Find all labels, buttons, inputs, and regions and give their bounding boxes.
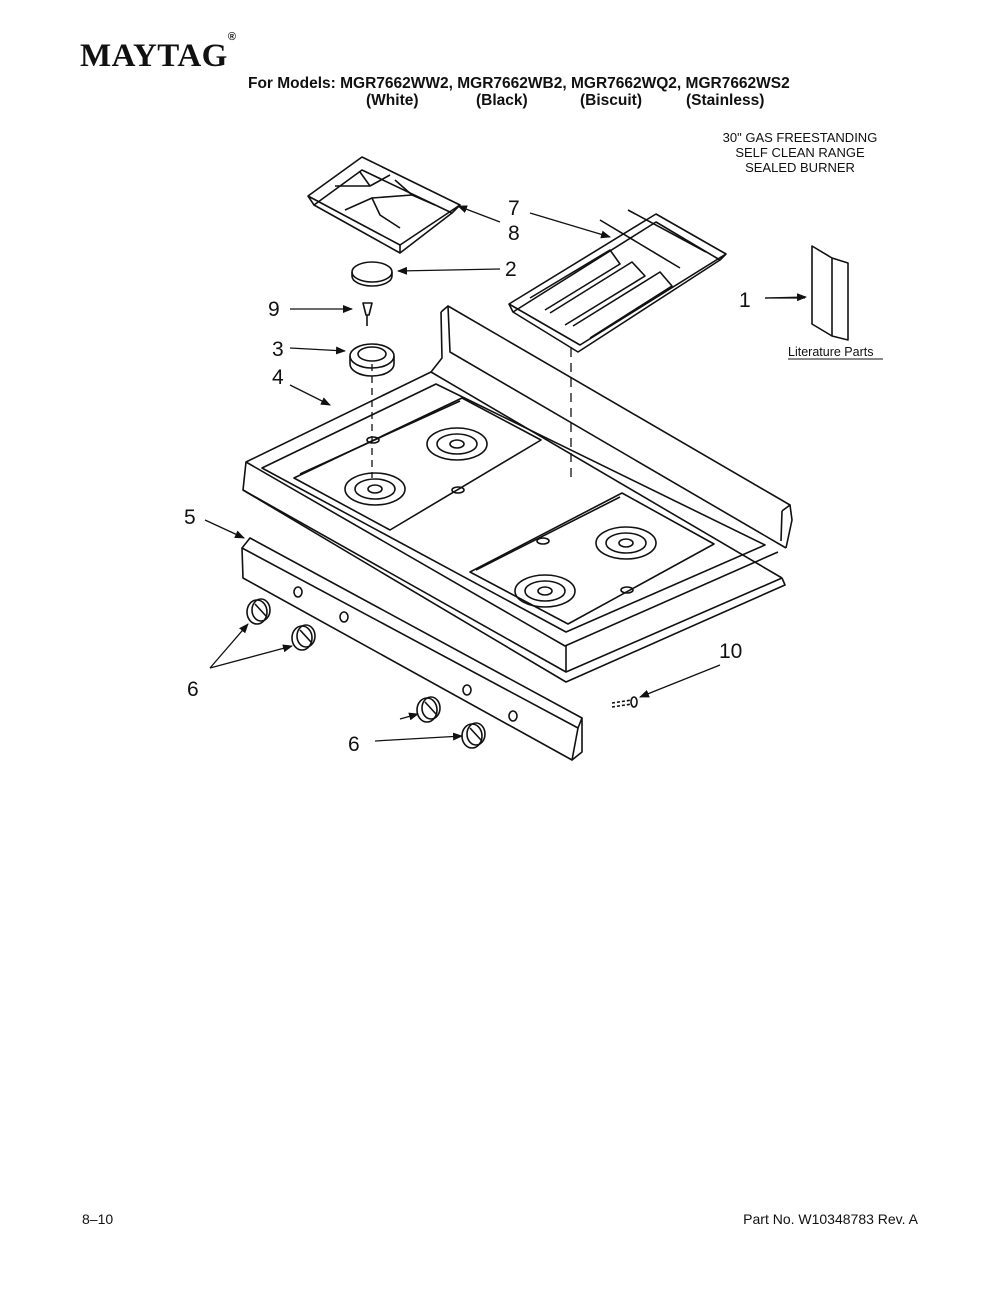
color-black: (Black) [476,92,528,109]
models-block: For Models: MGR7662WW2, MGR7662WB2, MGR7… [248,75,790,109]
model-colors: (White) (Black) (Biscuit) (Stainless) [248,92,790,109]
subtitle-line-3: SEALED BURNER [745,160,855,175]
control-knob-3 [416,696,441,723]
range-description: 30" GAS FREESTANDING SELF CLEAN RANGE SE… [690,130,910,175]
subtitle-line-1: 30" GAS FREESTANDING [722,130,878,145]
control-panel [241,537,583,761]
color-biscuit: (Biscuit) [580,92,642,109]
maytag-logo: MAYTAG® [80,31,237,74]
control-knob-1 [246,598,271,625]
burner-grate-right [508,209,727,353]
color-white: (White) [366,92,419,109]
burner-cap [351,261,393,287]
callout-8: 8 [508,222,520,245]
models-line: For Models: MGR7662WW2, MGR7662WB2, MGR7… [248,75,790,92]
burner-grate-left [307,156,461,254]
spark-electrode [362,302,373,326]
page-number: 8–10 [82,1211,114,1227]
leader-lines [204,205,807,742]
callout-6a: 6 [187,678,199,701]
callout-7: 7 [508,197,520,220]
color-stainless: (Stainless) [686,92,765,109]
callout-3: 3 [272,338,284,361]
callout-5: 5 [184,506,196,529]
cooktop [242,305,793,683]
control-knob-2 [291,624,316,651]
callout-10: 10 [719,640,742,663]
burner-base [349,343,395,377]
callout-2: 2 [505,258,517,281]
callout-9: 9 [268,298,280,321]
literature-parts [811,245,849,341]
callout-6b: 6 [348,733,360,756]
control-knob-4 [461,722,486,749]
callout-4: 4 [272,366,284,389]
callout-1: 1 [739,289,751,312]
subtitle-line-2: SELF CLEAN RANGE [735,145,865,160]
control-panel-screw [611,696,638,708]
part-number: Part No. W10348783 Rev. A [743,1211,918,1227]
literature-parts-label: Literature Parts [788,345,873,359]
